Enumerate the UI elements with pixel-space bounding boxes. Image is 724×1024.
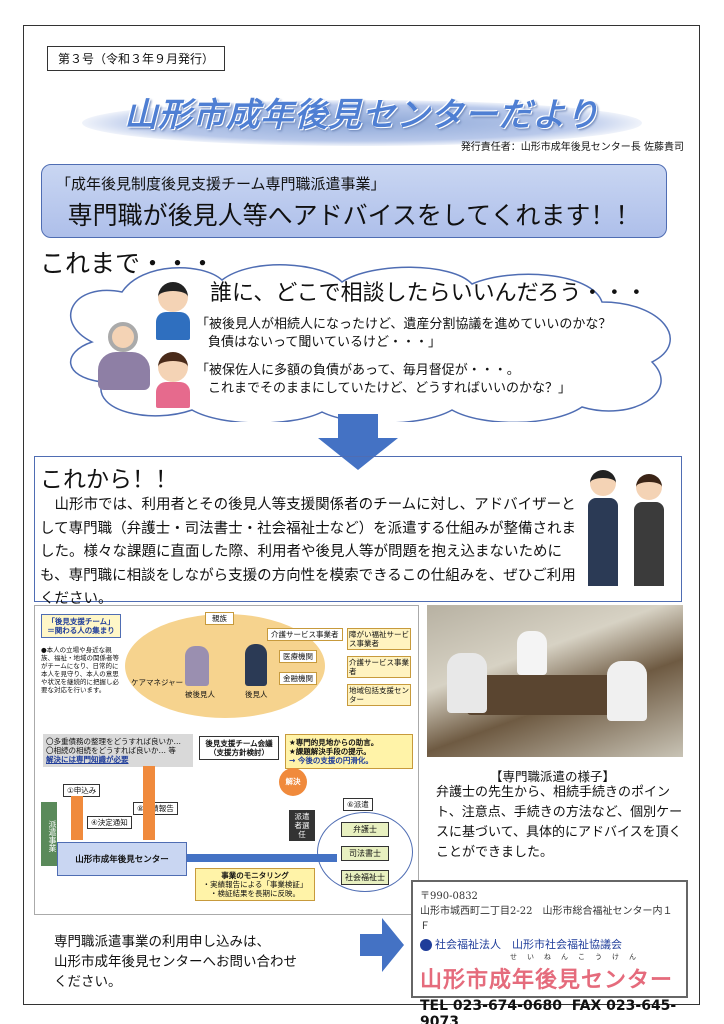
side-item-2: 医療機関 — [279, 650, 317, 663]
center-name: 山形市成年後見センター — [420, 968, 674, 993]
professional-1: 弁護士 — [341, 822, 389, 837]
contact-box: 〒990-0832 山形市城西町二丁目2-22 山形市総合福祉センター内１Ｆ 社… — [411, 880, 688, 1024]
thought-cloud — [70, 264, 671, 422]
elderly-illustration — [98, 322, 150, 392]
professional-3: 社会福祉士 — [341, 870, 389, 885]
professionals-illustration — [588, 470, 674, 590]
headline-banner: 「成年後見制度後見支援チーム専門職派遣事業」 専門職が後見人等へアドバイスをして… — [41, 164, 667, 238]
ward-label: 被後見人 — [185, 690, 215, 699]
ward-figure — [185, 646, 209, 686]
corp-name: 社会福祉法人 山形市社会福祉協議会 — [420, 936, 679, 952]
orange-arrows — [71, 796, 83, 840]
cloud-title: 誰に、どこで相談したらいいんだろう・・・ — [210, 281, 648, 306]
newsletter-title: 山形市成年後見センターだより — [124, 95, 600, 134]
monitoring-box: 事業のモニタリング ・実績報告による「事業検証」 ・検証結果を長期に反映。 — [195, 868, 315, 901]
issue-number: 第３号（令和３年９月発行） — [47, 46, 226, 71]
meeting-photo — [427, 605, 683, 757]
step-4: ⑥派遣 — [343, 798, 373, 811]
arrow-right-icon — [360, 918, 404, 972]
step-2: ④決定通知 — [87, 816, 132, 829]
publisher-line: 発行責任者：山形市成年後見センター長 佐藤貴司 — [460, 142, 684, 153]
team-title-box: 「後見支援チーム」＝関わる人の集まり — [41, 614, 121, 638]
guardian-label: 後見人 — [245, 690, 268, 699]
quote-1: 「被後見人が相続人になったけど、遺産分割協議を進めていいのかな？ 負債はないって… — [196, 317, 612, 350]
guardian-figure — [245, 644, 267, 686]
title-backdrop — [82, 100, 642, 146]
right-item-2: 介護サービス事業者 — [347, 656, 411, 678]
care-manager-label: ケアマネジャー — [131, 678, 184, 687]
advice-box: ★専門的見地からの助言。 ★課題解決手段の提示。 → 今後の支援の円滑化。 — [285, 734, 413, 769]
meeting-box: 後見支援チーム会議 （支援方針検討） — [199, 736, 279, 760]
resolve-circle: 解決 — [279, 768, 307, 796]
step-3: ⑧実績報告 — [133, 802, 178, 815]
orange-arrows-2 — [143, 766, 155, 840]
side-item-1: 介護サービス事業者 — [267, 628, 343, 641]
woman-illustration — [156, 352, 190, 410]
man-illustration — [156, 282, 190, 342]
quote-2: 「被保佐人に多額の負債があって、毎月督促が・・・。 これまでそのままにしていたけ… — [196, 363, 571, 396]
team-notes: ●本人の立場や身近な親族、福祉・地域の関係者等がチームになり、日常的に本人を見守… — [41, 646, 119, 694]
name-ruby: せいねんこうけん — [510, 953, 646, 961]
side-label-vertical: 派遣事業 — [41, 802, 57, 866]
arrow-down-icon — [318, 414, 398, 470]
contact-question: 専門職派遣事業の利用申し込みは、 山形市成年後見センターへお問い合わせ ください… — [54, 934, 297, 990]
photo-caption-body: 弁護士の先生から、相続手続きのポイント、注意点、手続きの方法など、個別ケースに基… — [436, 785, 683, 860]
address: 山形市城西町二丁目2-22 山形市総合福祉センター内１Ｆ — [420, 906, 673, 932]
page-frame — [23, 25, 700, 1005]
family-label: 親族 — [205, 612, 234, 625]
issues-box: 〇多重債務の整理をどうすれば良いか… 〇相続の相続をどうすれば良いか… 等 解決… — [43, 734, 193, 767]
photo-caption-heading: 【専門職派遣の様子】 — [490, 769, 616, 784]
zip-code: 〒990-0832 — [420, 891, 478, 902]
phone-fax: TEL 023-674-0680 FAX 023-645-9073 — [420, 998, 677, 1024]
side-item-3: 金融機関 — [279, 672, 317, 685]
banner-subtitle: 「成年後見制度後見支援チーム専門職派遣事業」 — [56, 175, 386, 193]
after-paragraph: 山形市では、利用者とその後見人等支援関係者のチームに対し、アドバイザーとして専門… — [40, 497, 577, 607]
support-flow-diagram: 「後見支援チーム」＝関わる人の集まり ●本人の立場や身近な親族、福祉・地域の関係… — [34, 605, 419, 915]
after-heading: これから！！ — [40, 467, 178, 493]
dispatch-label: 派遣者選任 — [289, 810, 315, 841]
corp-logo-icon — [420, 939, 432, 951]
blue-arrow-bar — [187, 854, 337, 862]
right-item-3: 地域包括支援センター — [347, 684, 411, 706]
professional-2: 司法書士 — [341, 846, 389, 861]
professionals-circle — [317, 812, 413, 892]
right-item-1: 障がい福祉サービス事業者 — [347, 628, 411, 650]
after-section-box — [34, 456, 682, 602]
center-box-diagram: 山形市成年後見センター — [57, 842, 187, 876]
banner-headline: 専門職が後見人等へアドバイスをしてくれます！！ — [67, 201, 641, 230]
